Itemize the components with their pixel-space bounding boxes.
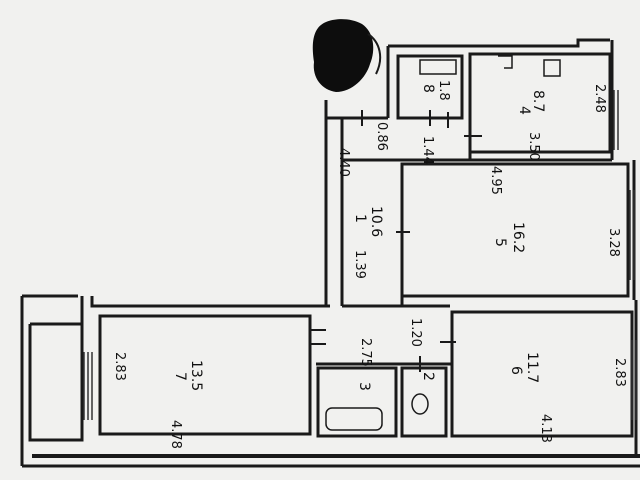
sink-icon: [419, 59, 457, 75]
room-6-dim-b: 2.83: [612, 358, 627, 387]
dim-2-75: 2.75: [358, 338, 373, 367]
sink-icon: [498, 55, 513, 69]
room-1-dim-a: 4.40: [336, 148, 351, 177]
room-6-area: 11.7: [524, 352, 540, 383]
room-6-number: 6: [508, 366, 524, 375]
room-5-dim-a: 4.95: [488, 166, 503, 195]
stove-icon: [543, 59, 561, 77]
window-icon: [83, 90, 637, 420]
room-7-number: 7: [172, 372, 188, 381]
room-4-area: 8.7: [530, 90, 546, 112]
room-1-area: 10.6: [368, 206, 384, 237]
room-7-dim-a: 4.78: [168, 420, 183, 449]
room-4-number: 4: [516, 106, 532, 115]
room-5-dim-b: 3.28: [606, 228, 621, 257]
room-3-number: 3: [356, 382, 372, 391]
room-5-number: 5: [492, 238, 508, 247]
room-2-number: 2: [420, 372, 436, 381]
room-7-dim-b: 2.83: [112, 352, 127, 381]
toilet-icon: [411, 393, 429, 415]
room-4-dim-b: 2.48: [592, 84, 607, 113]
bathtub-icon: [325, 407, 383, 431]
room-6-dim-a: 4.13: [538, 414, 553, 443]
door-ticks: [310, 110, 482, 372]
walls: [20, 38, 640, 468]
room-5-area: 16.2: [510, 222, 526, 253]
room-1-number: 1: [352, 214, 368, 223]
dim-1-20: 1.20: [408, 318, 423, 347]
room-8-area: 1.8: [436, 80, 451, 101]
dim-0-86: 0.86: [374, 122, 389, 151]
room-4-dim-a: 3.50: [526, 132, 541, 161]
room-7-area: 13.5: [188, 360, 204, 391]
room-8-number: 8: [420, 84, 436, 93]
ink-blot-icon: [312, 19, 374, 92]
room-1-dim-b: 1.39: [352, 250, 367, 279]
dim-1-44: 1.44: [420, 136, 435, 165]
door-swing-icon: [367, 33, 382, 75]
